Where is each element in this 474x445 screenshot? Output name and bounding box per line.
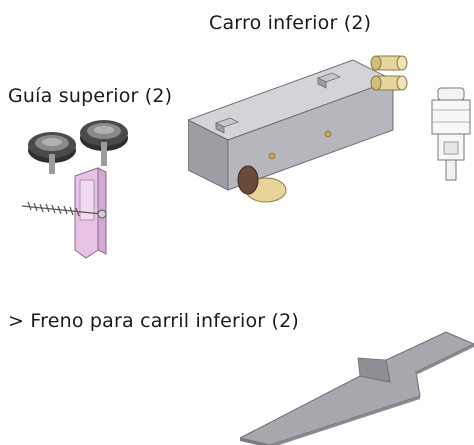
carro-side-view-illustration — [431, 87, 471, 181]
guia-superior-label: Guía superior (2) — [8, 85, 173, 107]
guia-superior-illustration — [21, 120, 128, 259]
freno-carril-inferior-illustration — [240, 331, 474, 445]
carro-inferior-label: Carro inferior (2) — [209, 12, 372, 34]
freno-carril-inferior-label: > Freno para carril inferior (2) — [8, 310, 300, 332]
carro-inferior-illustration — [188, 55, 408, 203]
